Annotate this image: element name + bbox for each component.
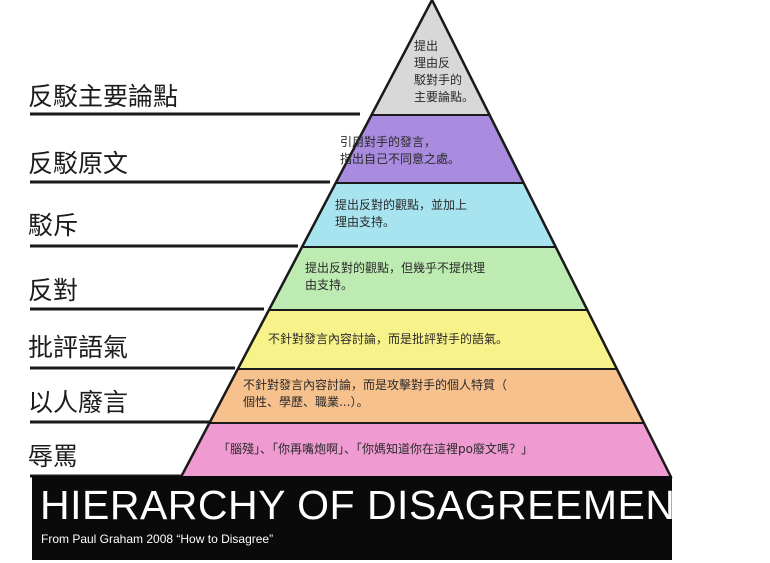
description-line: 提出反對的觀點，並加上 [335,198,468,212]
level-label-2: 反駁原文 [28,149,129,178]
description-line: 由支持。 [305,278,354,292]
level-description-7: 「腦殘」、「你再嘴炮啊」、「你媽知道你在這裡po廢文嗎？」 [218,441,533,458]
description-line: 引用對手的發言， [340,135,437,149]
level-description-3: 提出反對的觀點，並加上理由支持。 [335,197,467,231]
level-label-4: 反對 [28,276,79,305]
description-line: 理由支持。 [335,215,396,229]
level-label-6: 以人廢言 [28,388,129,417]
description-line: 「腦殘」、「你再嘴炮啊」、「你媽知道你在這裡po廢文嗎？」 [218,442,533,456]
description-line: 主要論點。 [414,90,475,104]
description-line: 個性、學歷、職業...）。 [243,395,369,409]
level-description-4: 提出反對的觀點，但幾乎不提供理由支持。 [305,260,485,294]
level-label-7: 辱罵 [28,442,79,471]
banner-subtitle: From Paul Graham 2008 “How to Disagree” [41,532,274,546]
level-label-3: 駁斥 [28,211,79,240]
banner-title: HIERARCHY OF DISAGREEMENT [40,482,701,528]
description-line: 不針對發言內容討論，而是批評對手的語氣。 [268,332,509,346]
level-description-5: 不針對發言內容討論，而是批評對手的語氣。 [268,331,508,348]
description-line: 不針對發言內容討論，而是攻擊對手的個人特質（ [243,378,508,392]
level-description-1: 提出理由反駁對手的主要論點。 [414,38,474,106]
level-description-2: 引用對手的發言， 指出自己不同意之處。 [340,134,460,168]
description-line: 提出反對的觀點，但幾乎不提供理 [305,261,486,275]
title-banner: HIERARCHY OF DISAGREEMENT From Paul Grah… [32,476,701,560]
description-line: 駁對手的 [414,73,463,87]
pyramid-outline [179,0,673,478]
description-line: 提出 [414,39,439,53]
level-label-1: 反駁主要論點 [28,82,179,111]
description-line: 指出自己不同意之處。 [340,152,461,166]
level-description-6: 不針對發言內容討論，而是攻擊對手的個人特質（ 個性、學歷、職業...）。 [243,377,507,411]
description-line: 理由反 [414,56,451,70]
level-label-5: 批評語氣 [28,333,129,362]
